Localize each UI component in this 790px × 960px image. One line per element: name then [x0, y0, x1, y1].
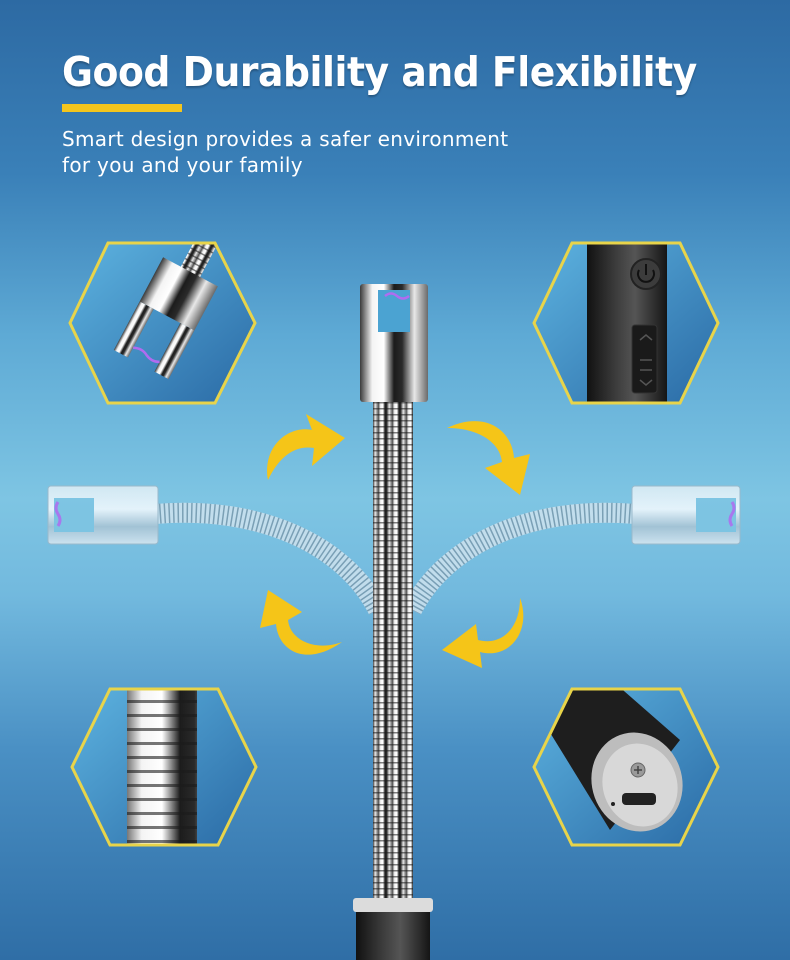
hexagon-neck-closeup: [70, 687, 258, 847]
title-underline-accent: [62, 104, 182, 112]
safety-switch-icon: [631, 324, 658, 394]
usb-port-icon: [622, 793, 656, 805]
hexagon-tip-closeup: [68, 241, 257, 405]
bent-neck-left: [47, 485, 387, 615]
subtitle-line-2: for you and your family: [62, 153, 303, 177]
lighter-center: [353, 284, 433, 960]
arrow-down-left-icon: [442, 598, 524, 668]
bent-neck-right: [403, 485, 741, 615]
subtitle-line-1: Smart design provides a safer environmen…: [62, 127, 509, 151]
hexagon-usb-port-closeup: [532, 687, 720, 847]
arrow-up-left-icon: [260, 590, 342, 655]
headline: Good Durability and Flexibility: [62, 48, 697, 96]
arrow-up-right-icon: [267, 414, 345, 480]
hexagon-power-button-closeup: [532, 241, 720, 405]
subtitle: Smart design provides a safer environmen…: [62, 126, 508, 178]
arrow-down-right-icon: [447, 421, 530, 495]
